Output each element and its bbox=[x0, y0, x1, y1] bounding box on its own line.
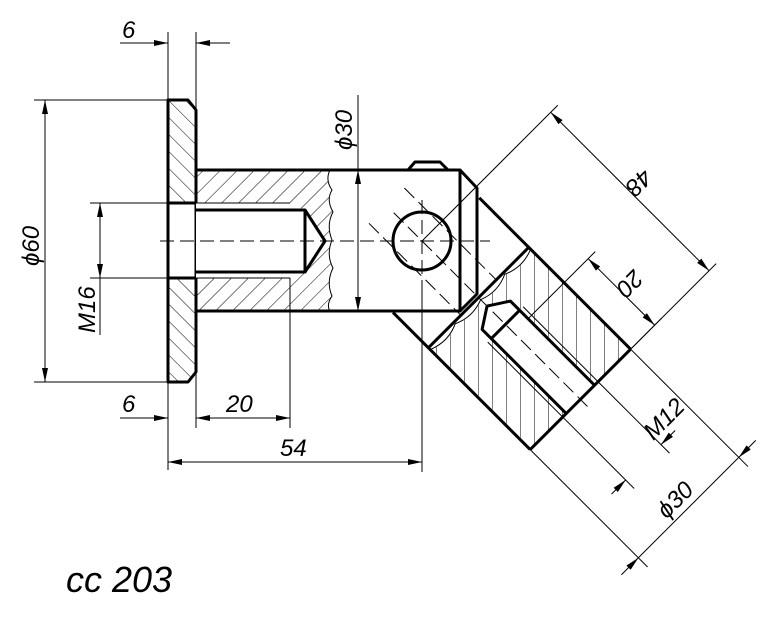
dim-overall-length: 54 bbox=[280, 435, 307, 462]
dim-arm-length: 48 bbox=[619, 163, 657, 201]
drawing-title: cc 203 bbox=[66, 559, 172, 600]
dim-flange-diameter: ϕ60 bbox=[18, 225, 45, 266]
dim-hole-depth: 20 bbox=[225, 391, 253, 418]
dim-arm-diameter: ϕ30 bbox=[652, 476, 700, 524]
dim-flange-bottom: 6 bbox=[122, 391, 136, 418]
dim-thread-left: M16 bbox=[74, 286, 101, 333]
shaft-body bbox=[160, 160, 490, 313]
dim-body-diameter: ϕ30 bbox=[331, 109, 358, 150]
dim-arm-hole-depth: 20 bbox=[610, 264, 649, 303]
dimensions-left: 6 6 20 54 ϕ60 M16 ϕ30 bbox=[18, 17, 423, 472]
angled-arm: 48 20 M12 ϕ30 bbox=[368, 104, 757, 576]
dim-flange-top: 6 bbox=[122, 17, 136, 44]
